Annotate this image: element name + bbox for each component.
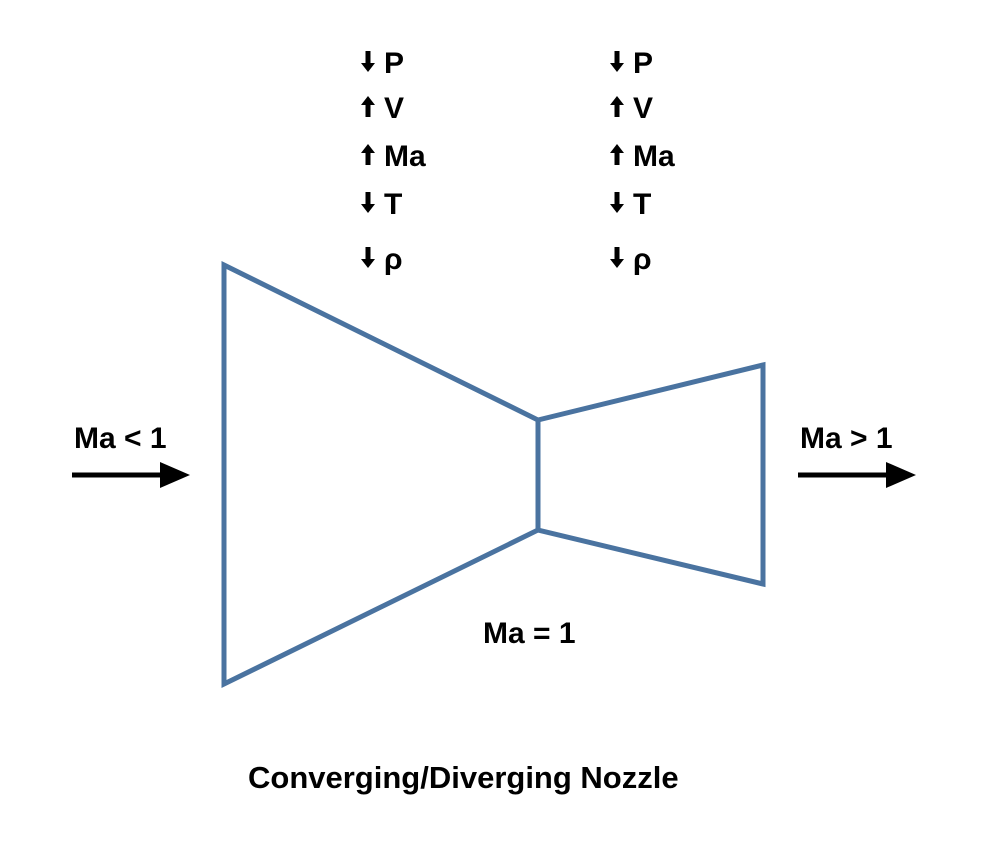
arrow-down-icon: [361, 247, 375, 268]
outlet-arrow: [798, 462, 916, 488]
arrow-up-icon: [610, 96, 624, 117]
inlet-label: Ma < 1: [74, 422, 167, 455]
trend-symbol: T: [384, 188, 402, 221]
nozzle-outline: [221, 260, 766, 689]
trend-symbol: T: [633, 188, 651, 221]
trend-row: ρ: [361, 243, 403, 276]
trend-symbol: Ma: [384, 140, 426, 173]
trend-symbol: Ma: [633, 140, 675, 173]
arrow-up-icon: [361, 96, 375, 117]
trend-row: V: [610, 92, 653, 125]
diverging-section: [535, 361, 766, 588]
trend-row: Ma: [361, 140, 426, 173]
trend-row: P: [361, 47, 404, 80]
inlet-arrow: [72, 462, 190, 488]
trend-symbol: P: [384, 47, 404, 80]
trend-row: V: [361, 92, 404, 125]
outlet-label: Ma > 1: [800, 422, 893, 455]
arrow-up-icon: [610, 144, 624, 165]
trend-row: ρ: [610, 243, 652, 276]
arrow-down-icon: [610, 247, 624, 268]
trend-symbol: V: [384, 92, 404, 125]
trend-row: Ma: [610, 140, 675, 173]
arrow-right-icon: [886, 462, 916, 488]
arrow-down-icon: [361, 192, 375, 213]
trend-symbol: ρ: [384, 243, 403, 276]
trend-symbol: V: [633, 92, 653, 125]
trend-row: P: [610, 47, 653, 80]
arrow-down-icon: [610, 51, 624, 72]
trend-symbol: ρ: [633, 243, 652, 276]
diagram-caption: Converging/Diverging Nozzle: [248, 760, 679, 795]
trend-row: T: [610, 188, 651, 221]
throat-label: Ma = 1: [483, 617, 576, 650]
arrow-down-icon: [361, 51, 375, 72]
arrow-right-icon: [160, 462, 190, 488]
trend-row: T: [361, 188, 402, 221]
arrow-down-icon: [610, 192, 624, 213]
trend-symbol: P: [633, 47, 653, 80]
arrow-up-icon: [361, 144, 375, 165]
